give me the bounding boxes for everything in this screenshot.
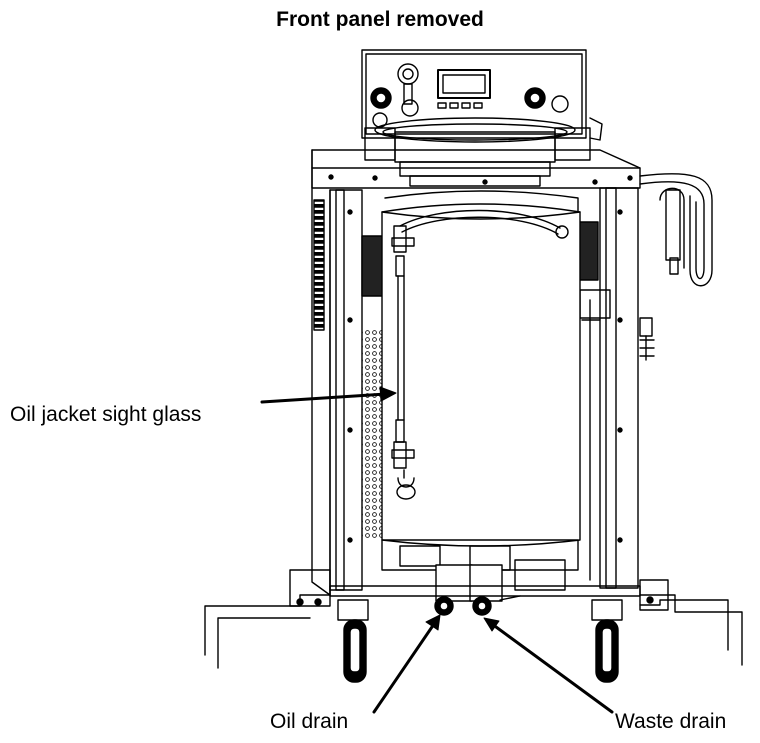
oil-drain-label: Oil drain — [270, 710, 349, 733]
base — [204, 569, 743, 669]
sight-glass-arrow — [260, 392, 388, 404]
frame — [329, 187, 639, 591]
callout-arrows — [260, 386, 614, 714]
vessel — [381, 190, 601, 581]
diagram-title: Front panel removed — [276, 8, 484, 31]
oil-drain-arrowhead — [425, 614, 441, 631]
left-side-panel — [311, 149, 331, 596]
waste-drain-arrowhead — [483, 617, 500, 632]
hose-and-nozzle — [639, 173, 713, 361]
oil-drain-arrow — [372, 622, 436, 714]
left-caster — [337, 599, 369, 683]
waste-drain-arrow — [490, 622, 614, 714]
top-plate — [311, 149, 641, 189]
right-caster — [591, 599, 623, 683]
sight-glass-arrowhead — [379, 386, 397, 402]
waste-drain-label: Waste drain — [615, 710, 727, 733]
control-head — [361, 49, 603, 187]
sight-glass-label: Oil jacket sight glass — [10, 403, 202, 426]
drain-manifold — [381, 539, 579, 616]
